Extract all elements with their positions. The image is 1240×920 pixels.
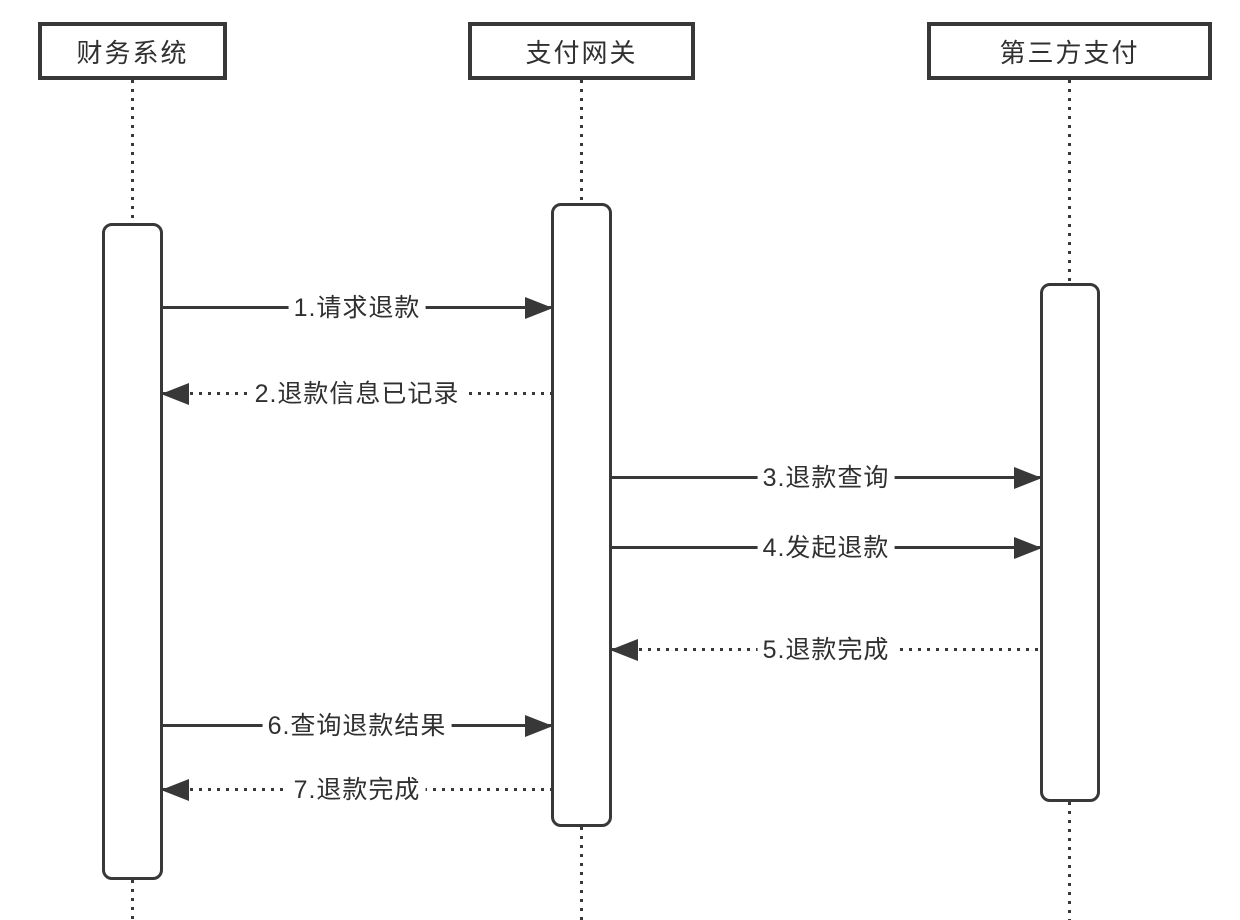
lifeline-finance-system-upper (131, 80, 134, 223)
arrowhead-right-icon (1014, 466, 1042, 489)
participant-payment-gateway: 支付网关 (468, 22, 695, 80)
message-1-request-refund: 1.请求退款 (163, 292, 553, 323)
activation-bar-payment-gateway (551, 203, 612, 827)
activation-bar-finance-system (102, 223, 163, 880)
message-4-initiate-refund: 4.发起退款 (612, 532, 1042, 563)
message-3-refund-query: 3.退款查询 (612, 462, 1042, 493)
participant-label: 支付网关 (525, 37, 638, 68)
lifeline-payment-gateway-upper (580, 80, 583, 203)
message-label: 4.发起退款 (757, 532, 895, 563)
message-5-refund-complete: 5.退款完成 (610, 634, 1040, 665)
participant-label: 第三方支付 (999, 37, 1140, 68)
arrowhead-left-icon (610, 638, 638, 661)
message-label: 5.退款完成 (757, 634, 895, 665)
message-6-query-refund-result: 6.查询退款结果 (163, 710, 553, 741)
participant-label: 财务系统 (76, 37, 189, 68)
message-2-refund-info-recorded: 2.退款信息已记录 (161, 378, 551, 409)
message-label: 1.请求退款 (288, 292, 426, 323)
message-label: 3.退款查询 (757, 462, 895, 493)
arrowhead-left-icon (161, 778, 189, 801)
lifeline-finance-system-lower (131, 880, 134, 920)
participant-finance-system: 财务系统 (38, 22, 227, 80)
message-7-refund-complete: 7.退款完成 (161, 774, 551, 805)
activation-bar-third-party-payment (1040, 283, 1100, 802)
arrowhead-right-icon (1014, 536, 1042, 559)
message-label: 6.查询退款结果 (262, 710, 452, 741)
lifeline-payment-gateway-lower (580, 827, 583, 920)
arrowhead-left-icon (161, 382, 189, 405)
lifeline-third-party-payment-lower (1068, 802, 1071, 920)
arrowhead-right-icon (525, 714, 553, 737)
lifeline-third-party-payment-upper (1068, 80, 1071, 283)
message-label: 2.退款信息已记录 (249, 378, 465, 409)
arrowhead-right-icon (525, 296, 553, 319)
message-label: 7.退款完成 (288, 774, 426, 805)
participant-third-party-payment: 第三方支付 (927, 22, 1212, 80)
